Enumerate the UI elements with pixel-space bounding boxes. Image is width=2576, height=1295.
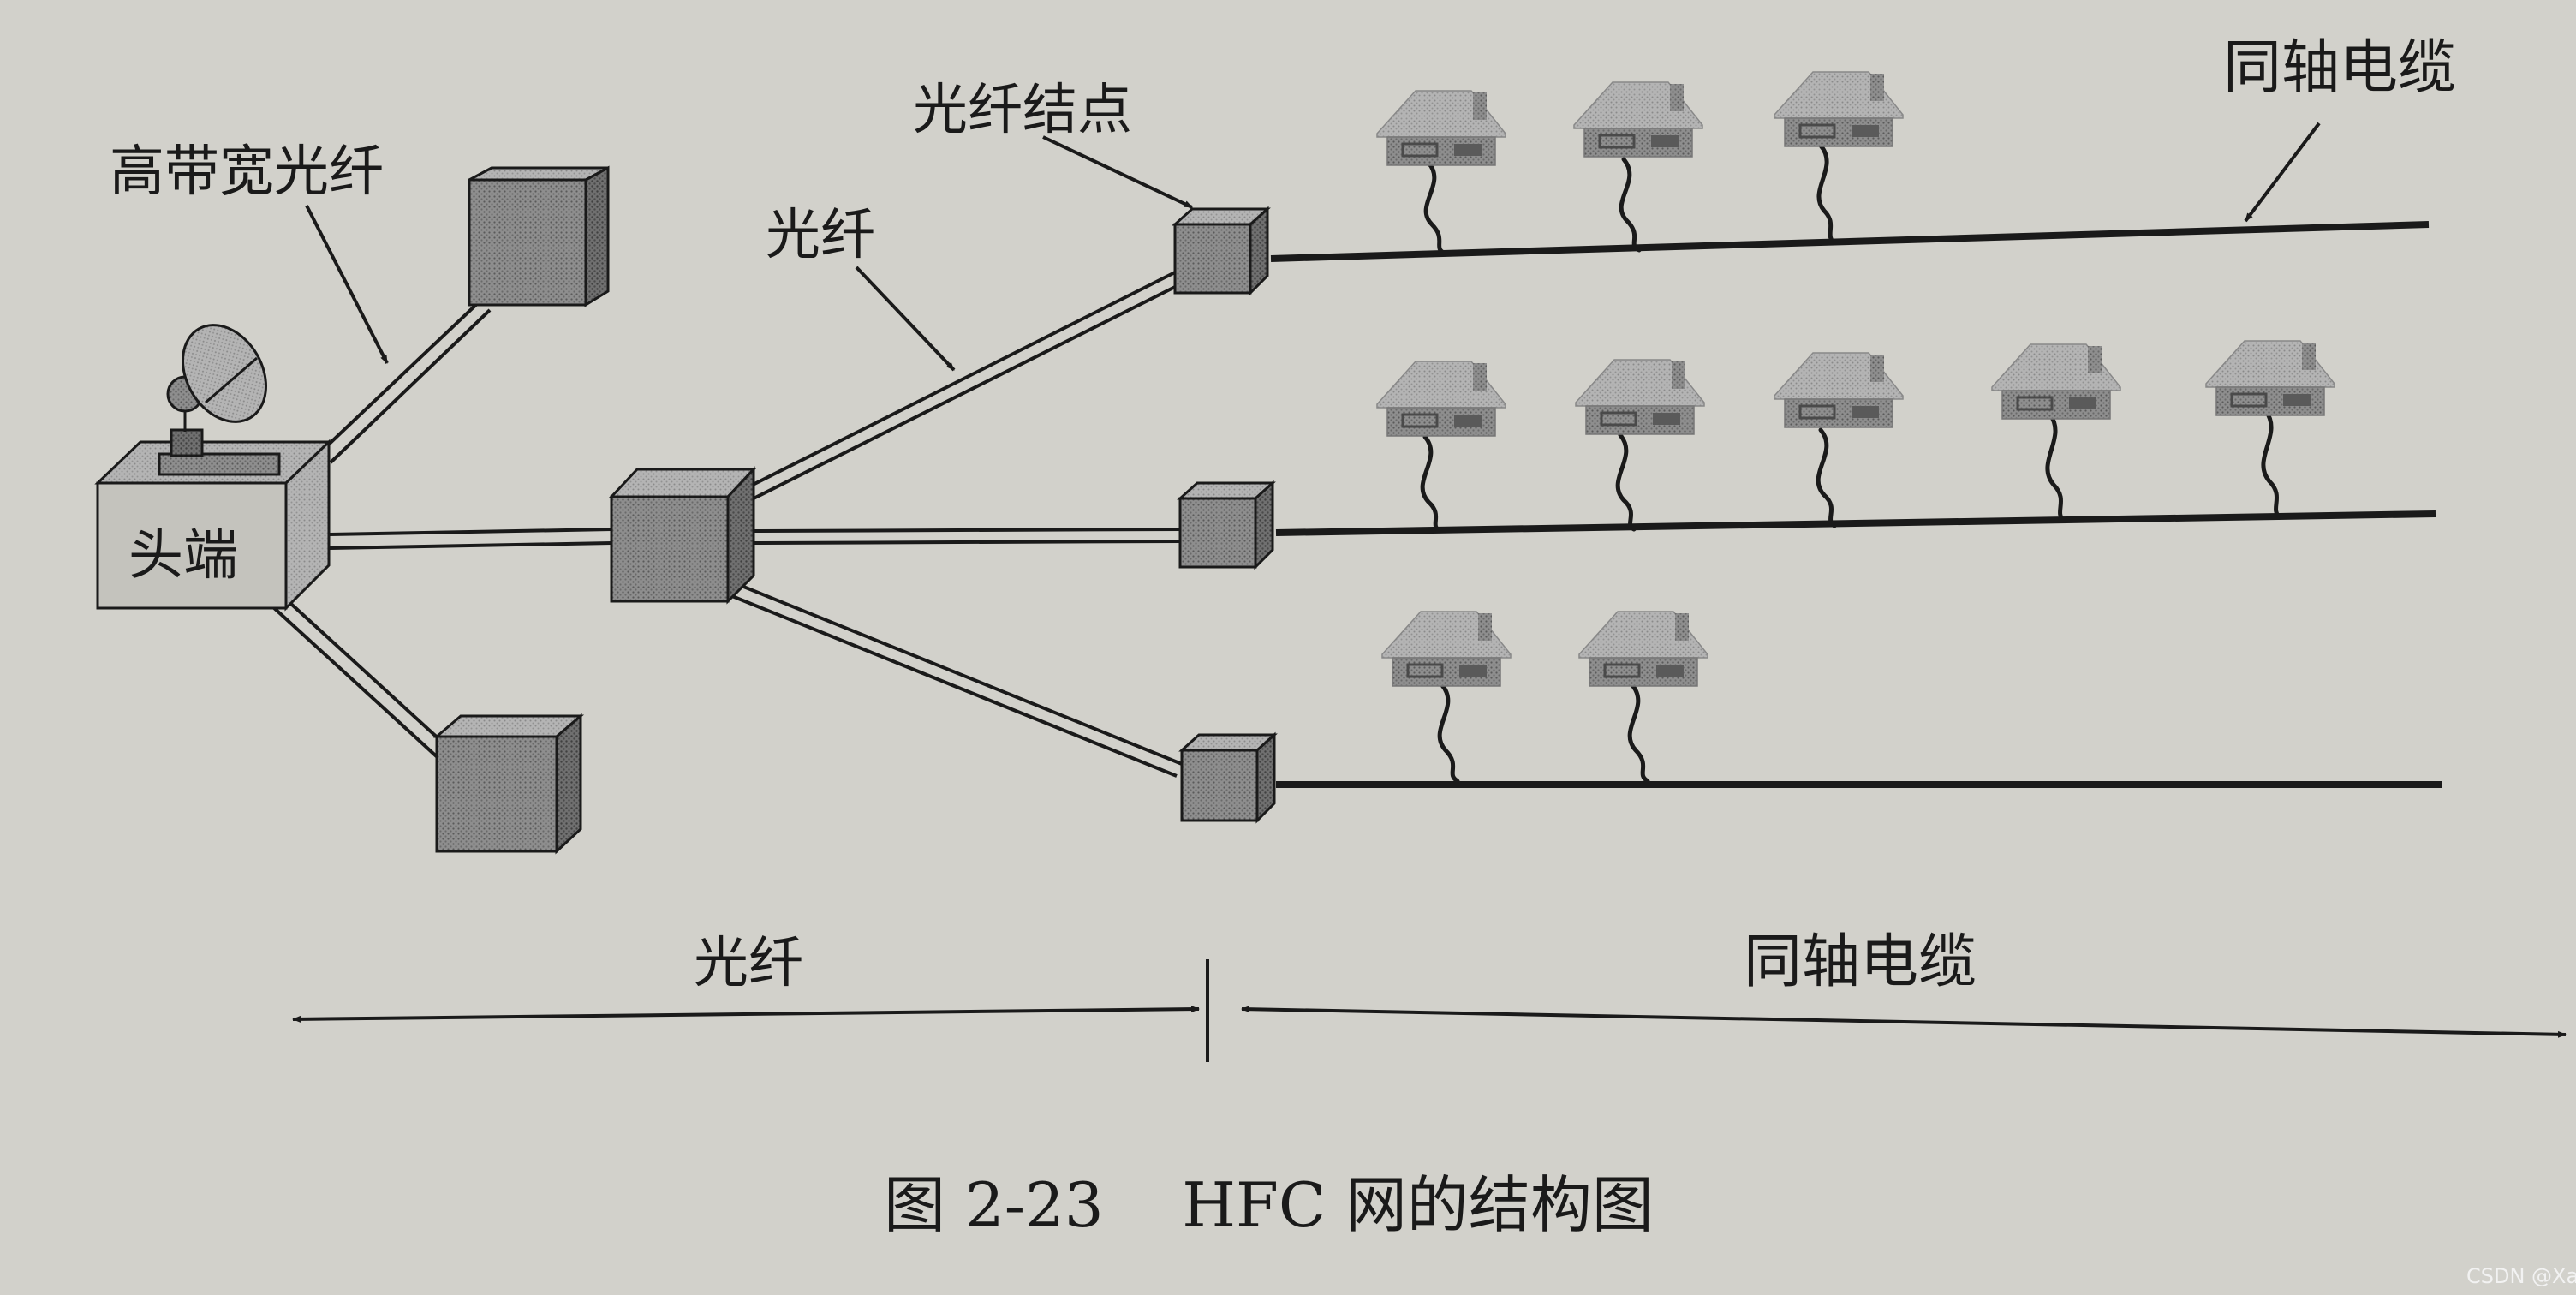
distribution-box-lower xyxy=(432,713,585,855)
house-icon xyxy=(1991,343,2121,420)
house-icon xyxy=(1376,90,1506,166)
distribution-box-upper xyxy=(468,165,610,307)
label-headend: 头端 xyxy=(128,524,238,588)
fiber-cables xyxy=(271,271,1183,778)
house-icon xyxy=(1376,361,1506,437)
house-icon xyxy=(1573,81,1703,158)
span-dimension-arrow xyxy=(292,959,2567,1062)
house-icon xyxy=(1774,71,1904,147)
pointer-lines xyxy=(305,122,2321,372)
house-icon xyxy=(1381,611,1512,687)
label-high-bandwidth-fiber: 高带宽光纤 xyxy=(110,140,384,204)
fiber-node-top xyxy=(1172,206,1271,296)
houses xyxy=(1376,71,2335,687)
house-icon xyxy=(1575,359,1705,435)
fiber-node-bottom xyxy=(1178,731,1278,824)
figure-caption: 图 2-23 HFC 网的结构图 xyxy=(884,1169,1654,1241)
house-icon xyxy=(2205,340,2335,416)
fiber-node-middle xyxy=(1177,480,1276,570)
label-fiber-node: 光纤结点 xyxy=(913,79,1132,142)
drop-wires xyxy=(1420,143,2282,784)
label-coax-span: 同轴电缆 xyxy=(1744,928,1977,996)
house-icon xyxy=(1578,611,1708,687)
house-icon xyxy=(1774,352,1904,428)
fiber-hub-box xyxy=(608,466,757,605)
label-coax-top: 同轴电缆 xyxy=(2223,34,2456,102)
label-fiber-span: 光纤 xyxy=(694,932,803,995)
watermark: CSDN @Xant. xyxy=(2466,1264,2576,1288)
satellite-dish-icon xyxy=(158,324,281,476)
coax-cables xyxy=(1270,221,2442,788)
label-fiber-mid: 光纤 xyxy=(766,204,875,267)
